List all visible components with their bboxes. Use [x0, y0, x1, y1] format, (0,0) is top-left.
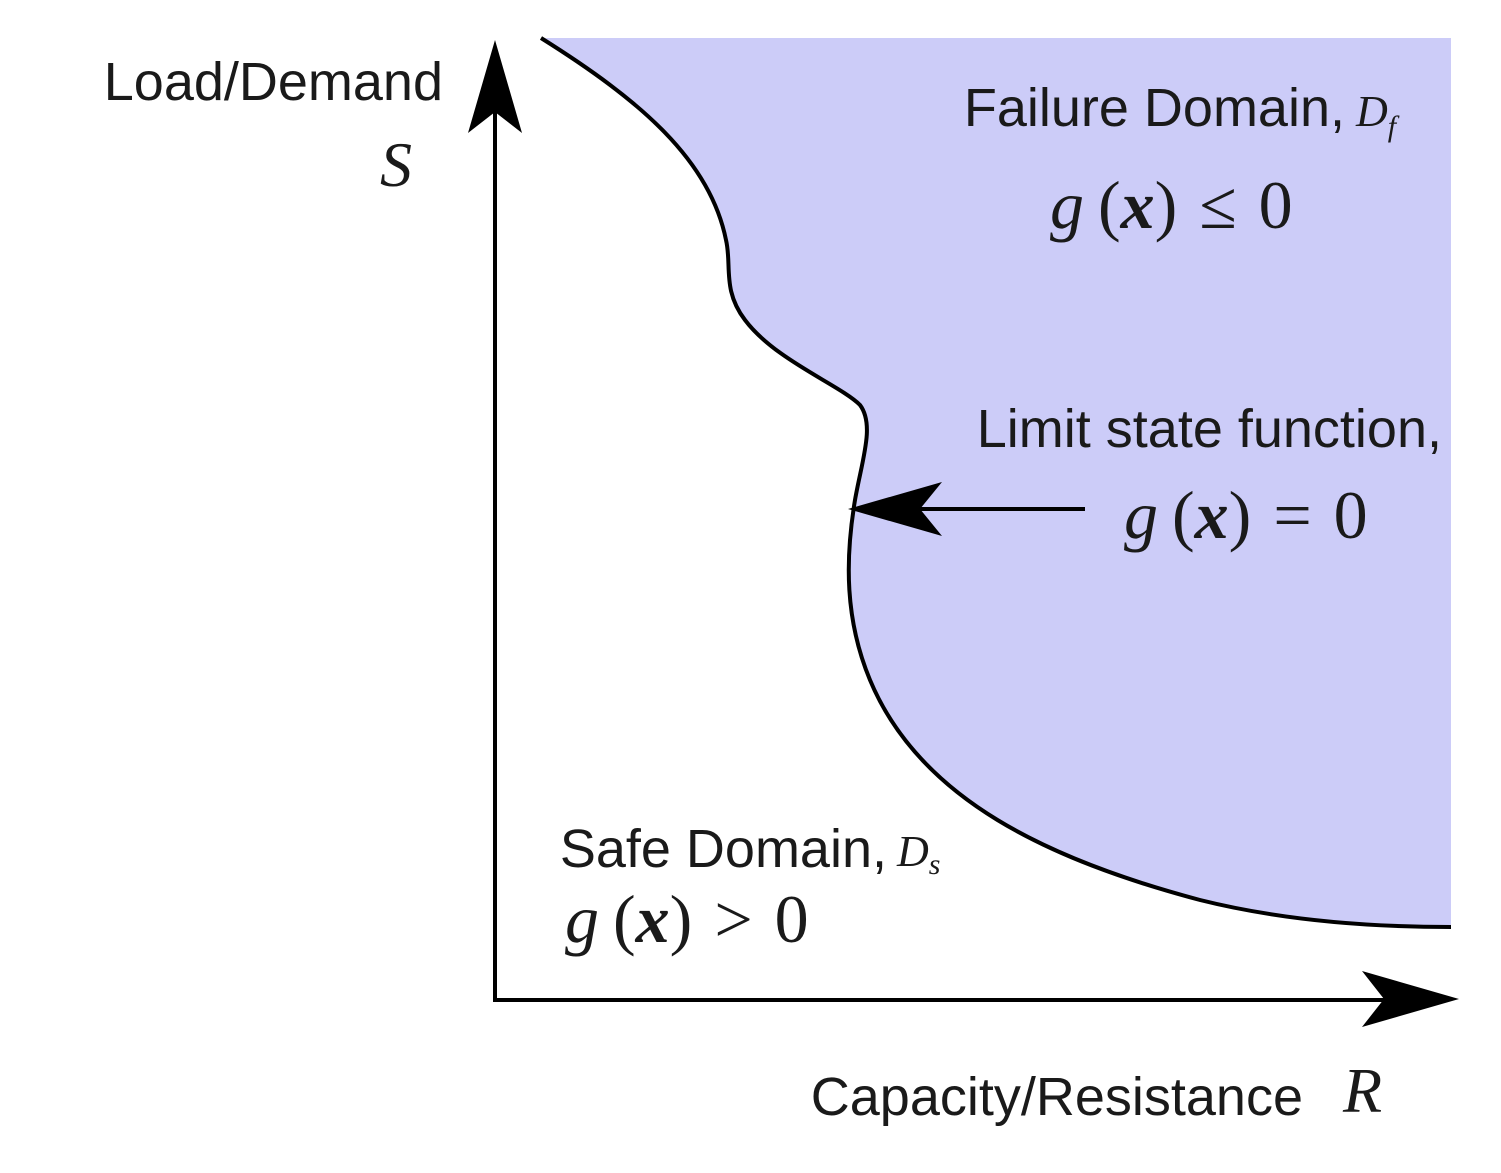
limit-state-condition: g(x)=0 — [1124, 477, 1368, 553]
failure-domain-symbol: Df — [1355, 87, 1400, 143]
safe-domain-symbol: Ds — [896, 827, 940, 881]
y-axis-label: Load/Demand — [104, 52, 443, 112]
failure-domain-region — [541, 38, 1451, 927]
failure-domain-condition: g(x)≤0 — [1050, 167, 1293, 243]
limit-state-curve — [539, 36, 1452, 929]
y-axis-arrowhead — [468, 40, 522, 133]
x-axis-label: Capacity/Resistance — [811, 1067, 1303, 1127]
x-axis-arrowhead — [1362, 971, 1459, 1027]
failure-domain-label: Failure Domain, — [964, 78, 1345, 138]
y-axis-symbol: S — [380, 129, 412, 200]
limit-state-pointer-arrowhead — [848, 482, 942, 536]
safe-domain-subscript: s — [929, 848, 941, 881]
safe-domain-condition: g(x)>0 — [565, 881, 809, 957]
limit-state-label: Limit state function, — [977, 399, 1442, 459]
x-axis-symbol: R — [1342, 1055, 1382, 1126]
safe-domain-label: Safe Domain, — [560, 819, 887, 879]
